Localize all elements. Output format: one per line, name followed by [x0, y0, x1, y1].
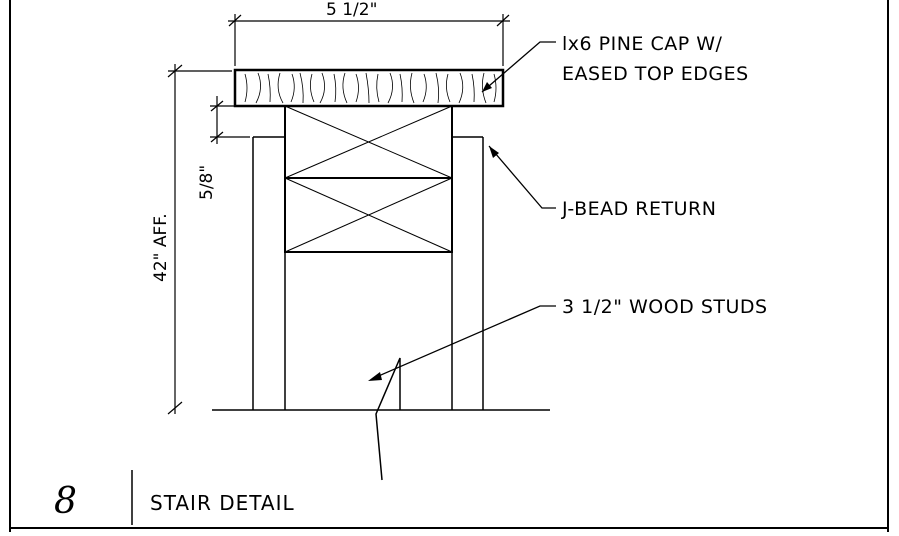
leader-arrowheads	[368, 82, 499, 381]
reveal-label: 5/8"	[197, 165, 217, 200]
right-wall-board	[451, 136, 484, 410]
pine-cap	[233, 68, 505, 108]
left-wall-board	[252, 136, 286, 410]
leader-lines	[373, 41, 556, 379]
cap-callout-line1: lx6 PINE CAP W/	[562, 33, 723, 55]
detail-title: STAIR DETAIL	[150, 491, 295, 515]
detail-number: 8	[54, 481, 77, 522]
wood-grain	[244, 72, 497, 104]
lower-blocking	[284, 177, 453, 253]
cap-width-dimension	[228, 14, 510, 66]
upper-blocking	[284, 105, 453, 179]
studs-callout: 3 1/2" WOOD STUDS	[562, 296, 768, 318]
cap-callout-line2: EASED TOP EDGES	[562, 63, 749, 85]
height-aff-label: 42" AFF.	[151, 213, 171, 282]
sheet-border	[9, 0, 889, 532]
break-line	[375, 357, 401, 481]
cap-width-label: 5 1/2"	[326, 0, 377, 20]
height-dimension	[167, 64, 232, 415]
jbead-callout: J-BEAD RETURN	[561, 198, 716, 220]
reveal-dimension	[210, 96, 282, 144]
